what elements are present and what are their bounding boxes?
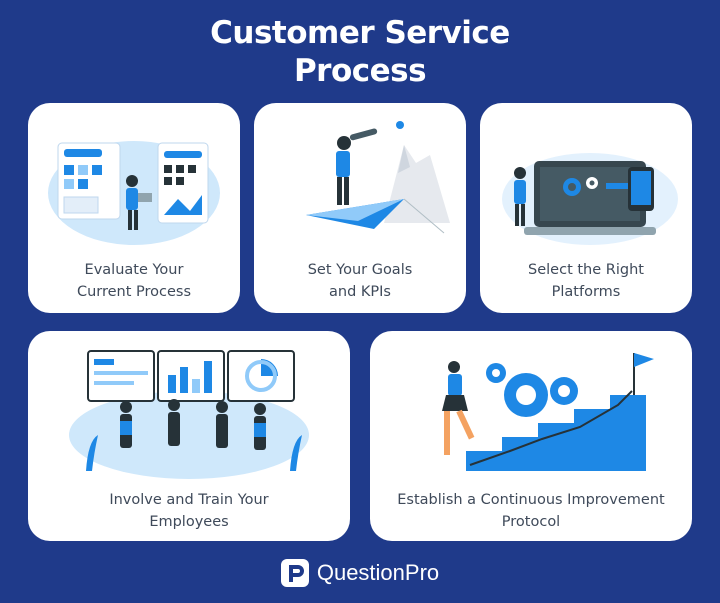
step-label: Establish a Continuous Improvement Proto… bbox=[397, 492, 665, 530]
growth-stairs-illustration bbox=[442, 353, 654, 471]
step-label: Evaluate Your Current Process bbox=[76, 262, 192, 300]
step-label: Set Your Goals and KPIs bbox=[307, 262, 413, 300]
title-line-2: Process bbox=[293, 53, 427, 89]
step-card-goals: Set Your Goals and KPIs bbox=[254, 103, 466, 313]
brand-footer: QuestionPro bbox=[0, 556, 720, 590]
step-card-train: Involve and Train Your Employees bbox=[28, 331, 350, 541]
step-label: Involve and Train Your Employees bbox=[109, 492, 269, 530]
brand-name: QuestionPro bbox=[316, 560, 440, 585]
step-card-evaluate: Evaluate Your Current Process bbox=[28, 103, 240, 313]
questionpro-logo-icon bbox=[280, 559, 309, 587]
diagram-title: Customer Service Process bbox=[0, 14, 720, 90]
process-dashboard-illustration bbox=[48, 141, 220, 245]
step-card-platforms: Select the Right Platforms bbox=[480, 103, 692, 313]
step-card-improvement: Establish a Continuous Improvement Proto… bbox=[370, 331, 692, 541]
team-training-illustration bbox=[69, 350, 309, 479]
step-label: Select the Right Platforms bbox=[528, 262, 644, 300]
platform-laptop-illustration bbox=[502, 153, 678, 245]
goal-telescope-illustration bbox=[306, 121, 450, 234]
title-line-1: Customer Service bbox=[210, 15, 510, 51]
